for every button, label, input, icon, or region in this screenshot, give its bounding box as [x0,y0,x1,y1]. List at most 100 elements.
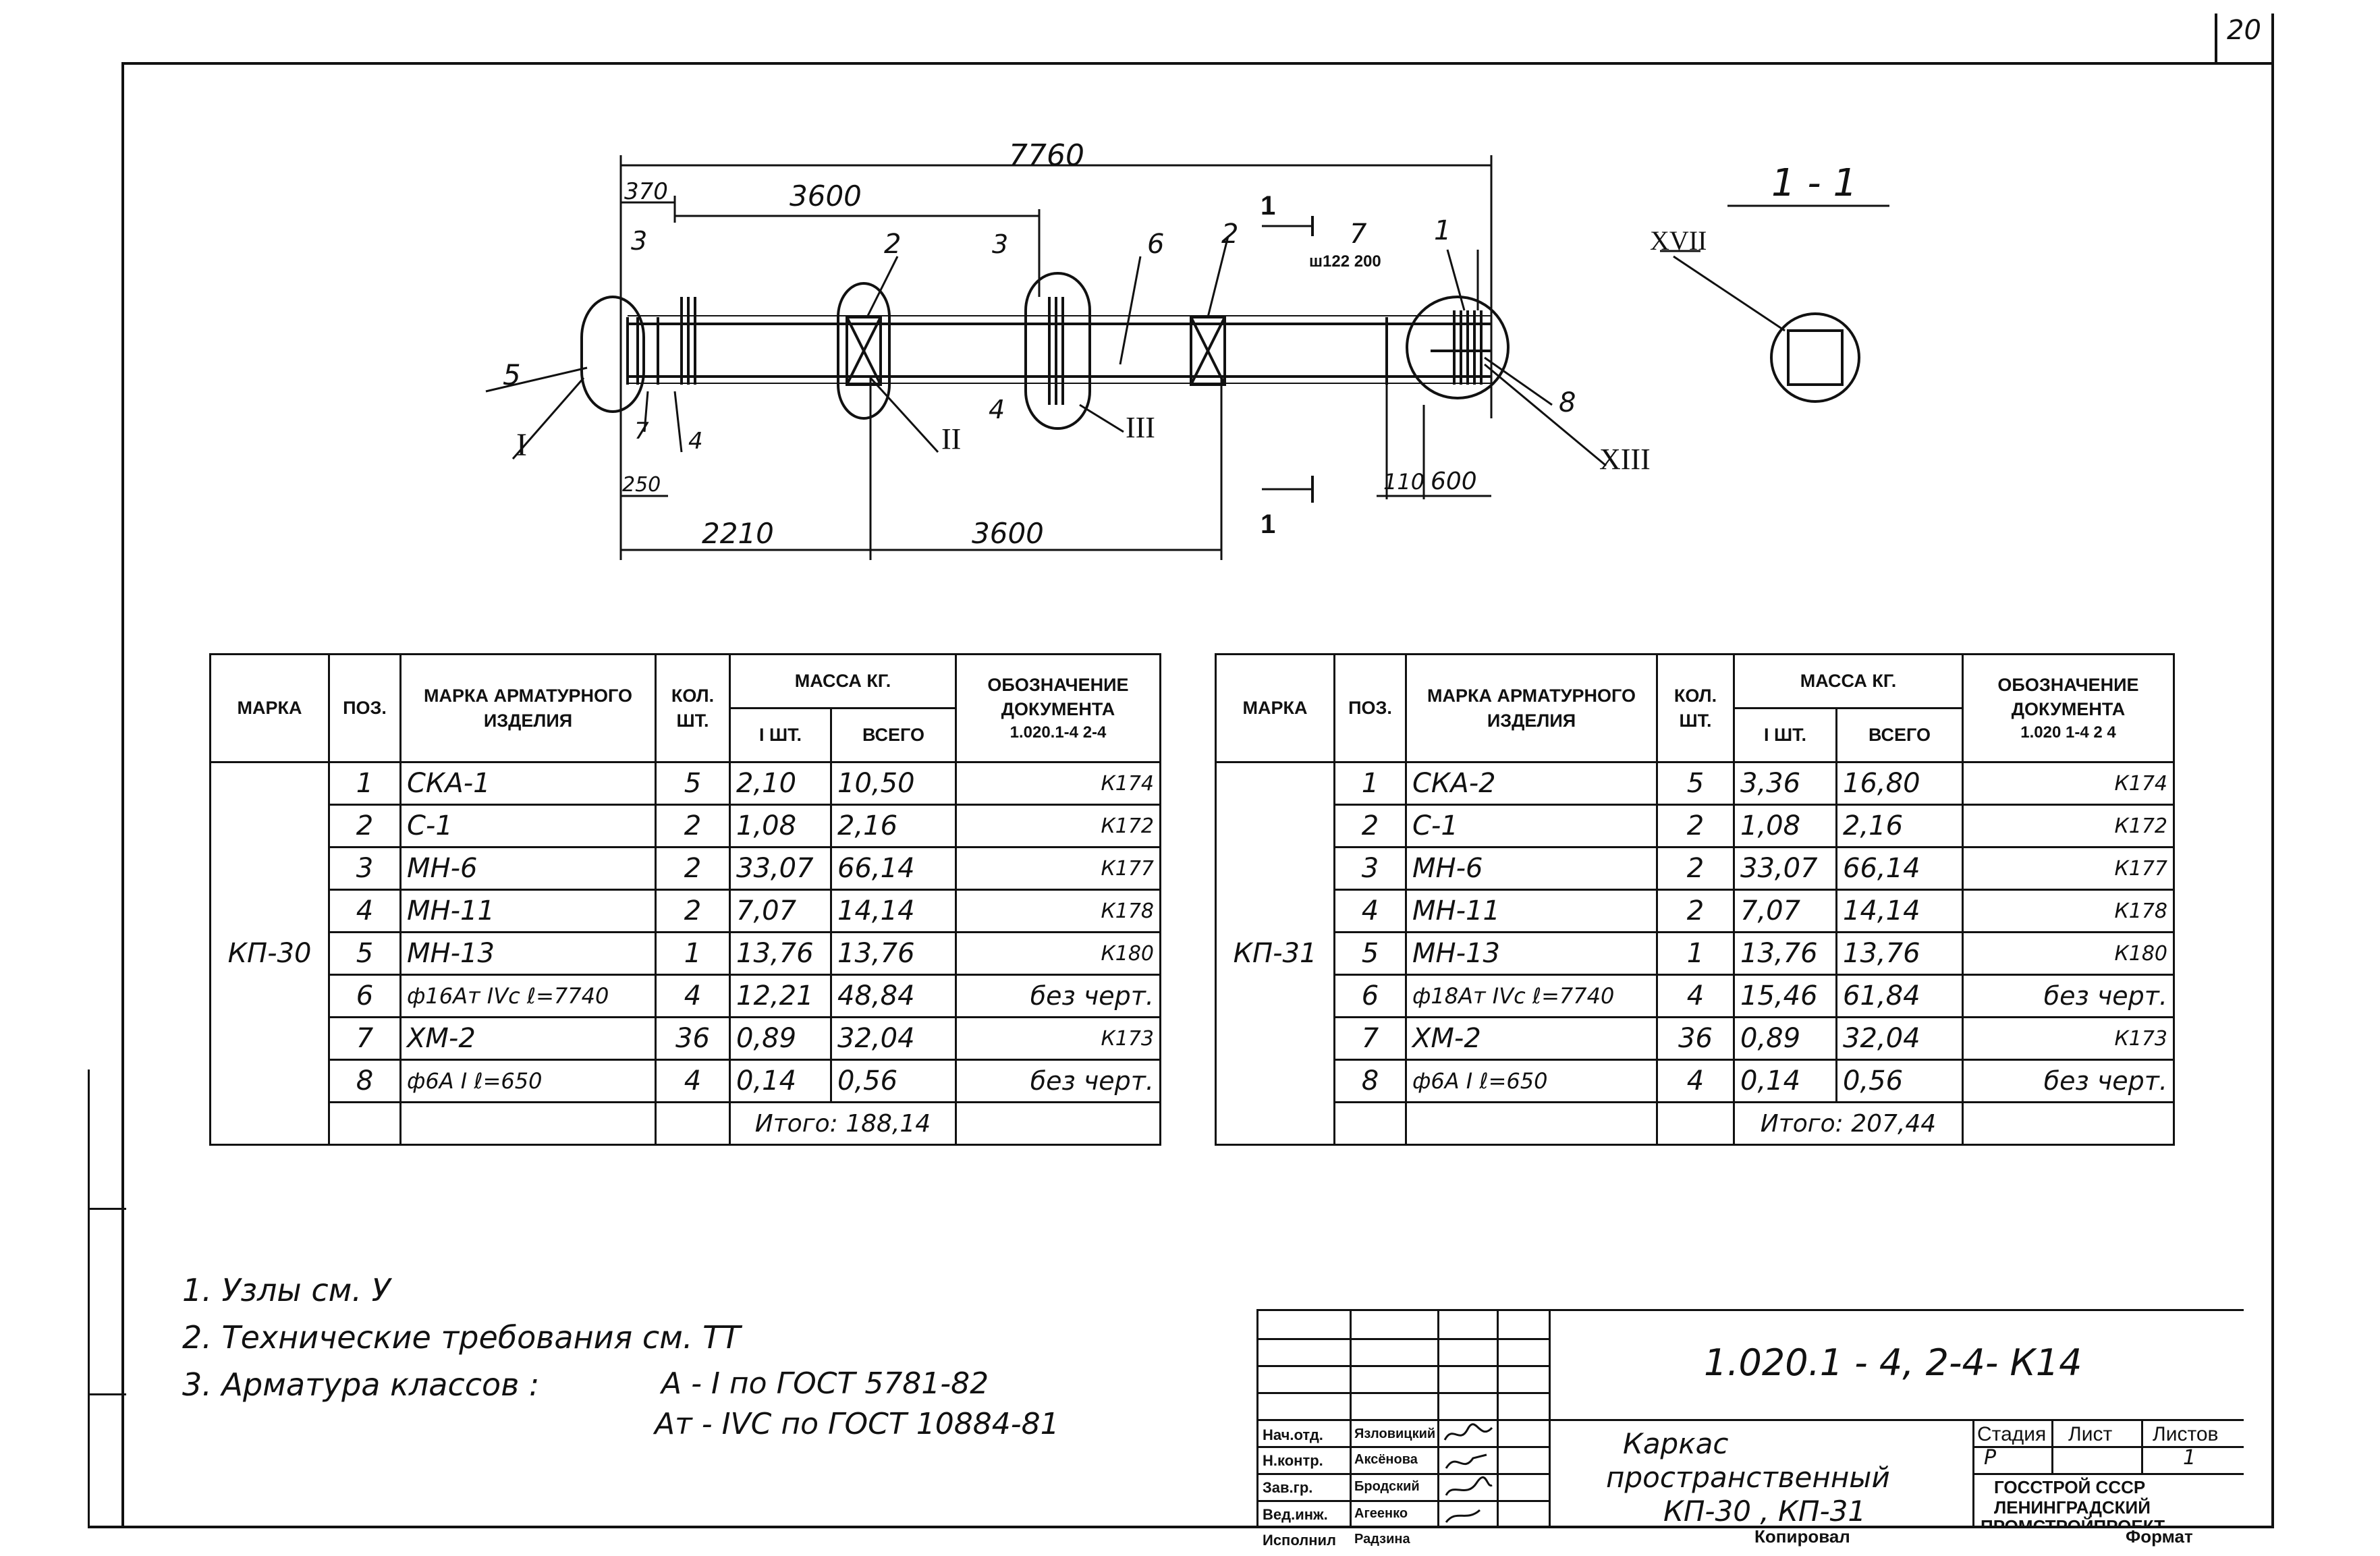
cell-pos: 6 [1333,974,1407,1018]
empty-cell [955,1101,1161,1146]
note-1: 1. Узлы см. У [182,1272,391,1308]
cell-one: 7,07 [1733,889,1837,933]
cell-doc: К174 [1962,761,2175,806]
cell-doc: без черт. [1962,1059,2175,1103]
pos-2: 2 [884,229,901,260]
footer-format: Формат [2126,1526,2193,1547]
role-row: Исполнил Радзина [1258,1529,1551,1556]
stage-value: Р [1984,1446,1997,1470]
header-one: I ШТ. [1733,707,1837,763]
role-name: Агеенко [1354,1506,1408,1521]
header-item: МАРКА АРМАТУРНОГО ИЗДЕЛИЯ [399,653,657,763]
role-label: Зав.гр. [1263,1479,1313,1496]
cell-pos: 2 [1333,804,1407,848]
empty-cell [1333,1101,1407,1146]
cell-item: МН-13 [1405,931,1658,976]
header-pos: ПОЗ. [1333,653,1407,763]
org-line-2: ЛЕНИНГРАДСКИЙ [1994,1497,2151,1518]
empty-cell [1962,1101,2175,1146]
title-line-3: КП-30 , КП-31 [1663,1495,1866,1528]
header-mass: МАССА КГ. [729,653,957,709]
cell-qty: 1 [655,931,731,976]
note-3a: А - I по ГОСТ 5781-82 [661,1366,989,1401]
empty-cell [1656,1101,1735,1146]
frame-left [121,62,124,1526]
cell-doc: К177 [1962,846,2175,891]
pos-7-top: 7 [1350,219,1367,250]
cell-one: 33,07 [729,846,832,891]
cell-item: МН-13 [399,931,657,976]
cell-pos: 8 [1333,1059,1407,1103]
cell-qty: 36 [655,1016,731,1061]
cell-qty: 4 [1656,1059,1735,1103]
cell-one: 15,46 [1733,974,1837,1018]
cell-item: ХМ-2 [1405,1016,1658,1061]
cell-item: ф16Ат IVc ℓ=7740 [399,974,657,1018]
cell-pos: 3 [328,846,402,891]
header-doc-label: ОБОЗНАЧЕНИЕ ДОКУМЕНТА [1997,674,2139,720]
cell-doc: К178 [1962,889,2175,933]
cell-pos: 4 [1333,889,1407,933]
cell-total: 2,16 [1835,804,1964,848]
cell-doc: К174 [955,761,1161,806]
cell-one: 0,14 [729,1059,832,1103]
frame-top [121,62,2274,65]
note-2: 2. Технические требования см. ТТ [182,1319,741,1356]
cell-qty: 2 [655,804,731,848]
cell-doc: К173 [1962,1016,2175,1061]
header-mark: МАРКА [1215,653,1335,763]
cell-doc: К173 [955,1016,1161,1061]
frame-bottom [88,1526,2274,1528]
section-mark-bottom: 1 [1261,509,1275,539]
cell-item: ХМ-2 [399,1016,657,1061]
cell-qty: 2 [655,846,731,891]
dim-total: 7760 [1009,138,1084,173]
role-row: Нач.отд. Язловицкий [1258,1421,1551,1448]
binding-strip [88,1069,126,1526]
cell-total: 14,14 [1835,889,1964,933]
cell-total: 13,76 [1835,931,1964,976]
cell-qty: 5 [655,761,731,806]
cell-qty: 2 [1656,846,1735,891]
document-code: 1.020.1 - 4, 2-4- К14 [1704,1341,2082,1384]
role-row: Вед.инж. Агеенко [1258,1502,1551,1529]
cell-pos: 3 [1333,846,1407,891]
title-block: Нач.отд. Язловицкий Н.контр. Аксёнова За… [1256,1309,2244,1549]
pos-1: 1 [1434,215,1451,246]
header-doc-ref: 1.020.1-4 2-4 [1009,723,1107,742]
header-doc: ОБОЗНАЧЕНИЕ ДОКУМЕНТА 1.020.1-4 2-4 [955,653,1161,763]
cell-qty: 4 [1656,974,1735,1018]
cell-total: 14,14 [830,889,957,933]
cell-total: 10,50 [830,761,957,806]
node-III: III [1126,411,1155,444]
cell-doc: К180 [1962,931,2175,976]
pos-5: 5 [503,358,521,391]
header-qty: КОЛ. ШТ. [655,653,731,763]
org-line-3: ПРОМСТРОЙПРОЕКТ [1981,1516,2165,1528]
empty-cell [655,1101,731,1146]
role-row: Н.контр. Аксёнова [1258,1448,1551,1475]
cell-pos: 4 [328,889,402,933]
header-mark: МАРКА [209,653,330,763]
cell-qty: 4 [655,1059,731,1103]
cell-qty: 2 [1656,889,1735,933]
row-group-mark: КП-31 [1215,761,1335,1146]
role-name: Язловицкий [1354,1426,1436,1441]
sheet-number: 20 [2227,15,2261,46]
cell-doc: К178 [955,889,1161,933]
cell-total: 66,14 [1835,846,1964,891]
sheets-label: Листов [2153,1423,2219,1445]
cell-doc: К180 [955,931,1161,976]
cell-qty: 1 [1656,931,1735,976]
header-one: I ШТ. [729,707,832,763]
cell-total: 48,84 [830,974,957,1018]
cell-pos: 8 [328,1059,402,1103]
cell-total: 0,56 [1835,1059,1964,1103]
